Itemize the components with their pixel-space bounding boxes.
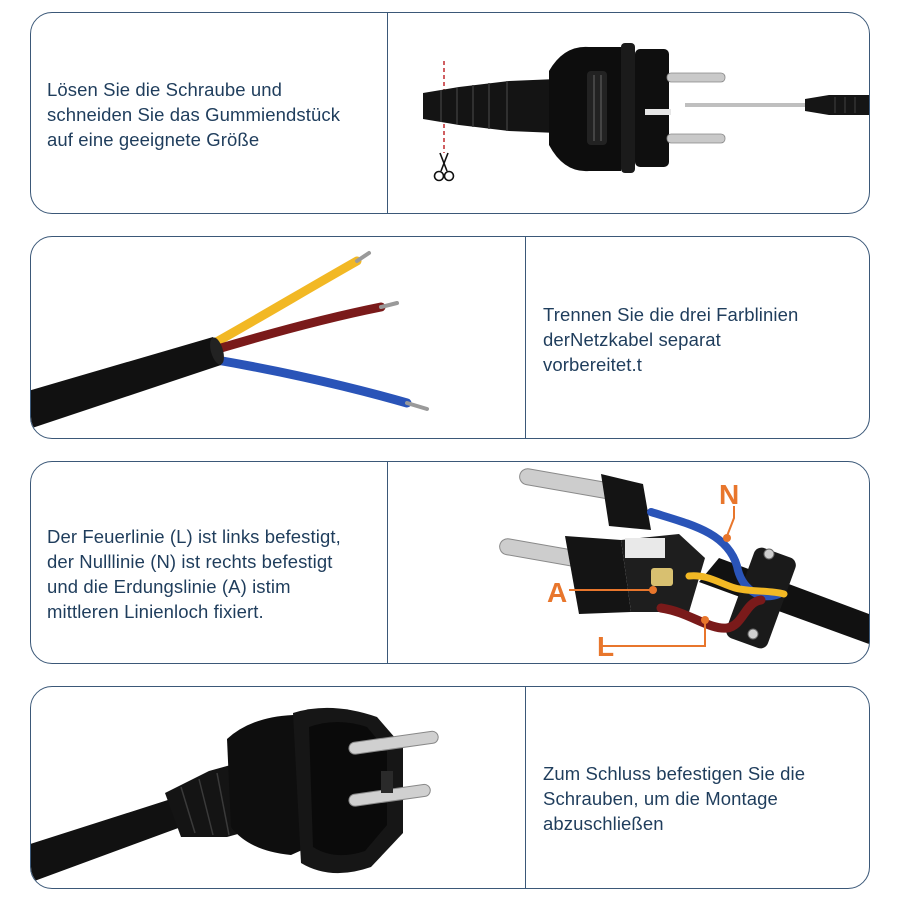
plug-icon (423, 43, 726, 173)
step-1-illustration (389, 13, 869, 213)
plug-icon (31, 707, 439, 883)
step-3-line-4: mittleren Linienloch fixiert. (47, 601, 264, 622)
step-3-line-1: Der Feuerlinie (L) ist links befestigt, (47, 526, 341, 547)
step-1-divider (387, 13, 388, 213)
step-4-line-3: abzuschließen (543, 813, 664, 834)
step-1-text: Lösen Sie die Schraube und schneiden Sie… (47, 77, 340, 152)
label-a: A (547, 577, 567, 608)
step-2-line-2: derNetzkabel separat (543, 329, 721, 350)
step-1-line-3: auf eine geeignete Größe (47, 129, 260, 150)
step-4-line-1: Zum Schluss befestigen Sie die (543, 763, 806, 784)
step-3-card: Der Feuerlinie (L) ist links befestigt, … (30, 461, 870, 664)
step-1-card: Lösen Sie die Schraube und schneiden Sie… (30, 12, 870, 214)
step-2-divider (525, 237, 526, 438)
step-2-illustration (31, 237, 525, 438)
step-1-line-1: Lösen Sie die Schraube und (47, 79, 283, 100)
step-2-line-1: Trennen Sie die drei Farblinien (543, 304, 799, 325)
step-3-divider (387, 462, 388, 663)
step-4-illustration (31, 687, 525, 888)
step-2-card: Trennen Sie die drei Farblinien derNetzk… (30, 236, 870, 439)
step-4-card: Zum Schluss befestigen Sie die Schrauben… (30, 686, 870, 889)
step-4-divider (525, 687, 526, 888)
step-4-line-2: Schrauben, um die Montage (543, 788, 778, 809)
label-l: L (597, 631, 614, 662)
screwdriver-icon (685, 95, 869, 115)
step-3-illustration: N A L (389, 462, 869, 663)
step-3-text: Der Feuerlinie (L) ist links befestigt, … (47, 524, 341, 624)
scissors-icon (433, 152, 455, 182)
cable-icon (31, 251, 429, 429)
step-3-line-2: der Nulllinie (N) ist rechts befestigt (47, 551, 333, 572)
label-n: N (719, 479, 739, 510)
step-1-line-2: schneiden Sie das Gummiendstück (47, 104, 341, 125)
step-3-line-3: und die Erdungslinie (A) istim (47, 576, 291, 597)
step-2-text: Trennen Sie die drei Farblinien derNetzk… (543, 302, 798, 377)
step-4-text: Zum Schluss befestigen Sie die Schrauben… (543, 761, 805, 836)
step-2-line-3: vorbereitet.t (543, 354, 642, 375)
